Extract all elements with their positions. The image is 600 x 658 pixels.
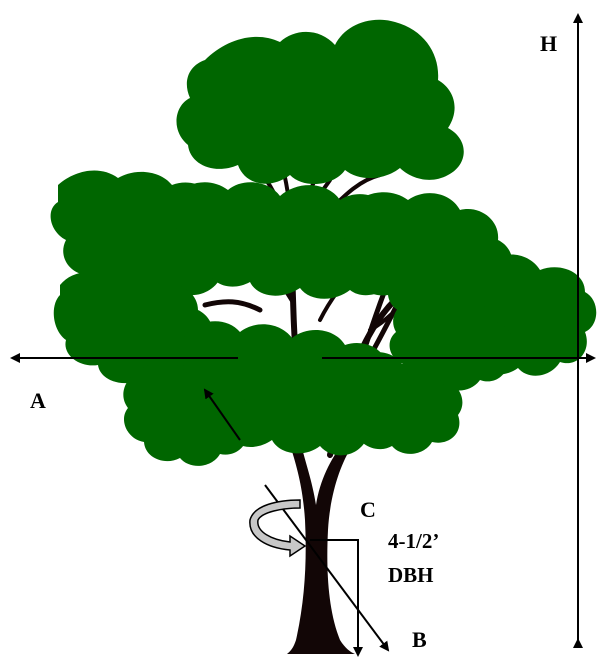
diagonal-label: B	[412, 627, 427, 652]
circumference-label: C	[360, 497, 376, 522]
measurement-arrows	[10, 13, 596, 657]
dbh-label: DBH	[388, 563, 434, 587]
diagonal-arrow-b-lower	[264, 484, 390, 652]
trunk-body	[287, 440, 355, 654]
crown-width-label: A	[30, 388, 46, 413]
canopy-top-left	[176, 19, 464, 185]
tree-trunk	[287, 440, 355, 654]
diagonal-arrow-b	[203, 388, 241, 441]
height-label: H	[540, 31, 557, 56]
canopy-right-lower	[389, 293, 513, 391]
circumference-arrow	[249, 499, 307, 558]
canopy-lower-left	[123, 362, 250, 466]
dbh-indicator	[310, 539, 363, 657]
canopy-left-lower	[53, 272, 214, 389]
tree-canopy	[50, 19, 597, 466]
dbh-height-label: 4-1/2’	[388, 529, 439, 553]
